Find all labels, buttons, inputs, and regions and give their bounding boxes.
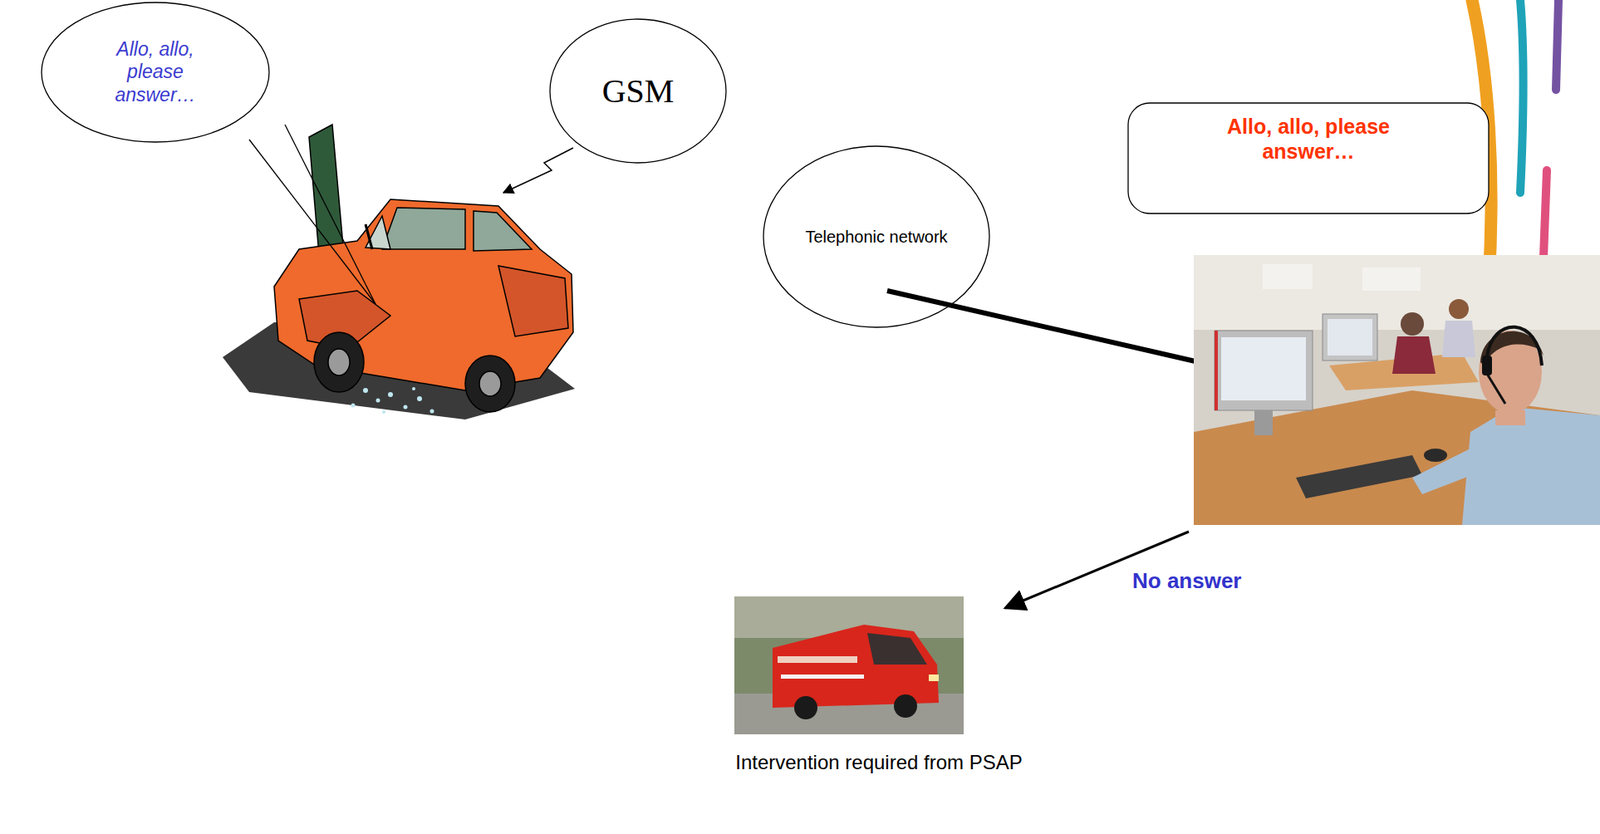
operator-photo-part [1495,410,1526,426]
crashed-car-part-part [376,398,381,403]
operator-photo-part [1400,312,1424,336]
text-group: Allo, allo, please answer… [104,38,207,108]
van-photo-part [734,596,964,735]
text-group: Allo, allo, please answer… [1196,102,1421,164]
operator-photo-part [1423,448,1448,462]
crashed-car-part-part [382,410,386,414]
network-ellipse: Telephonic network [762,145,991,329]
crashed-car-part [473,211,532,251]
crashed-car-part-part [403,405,408,410]
crashed-car-part [382,207,466,250]
node-text: Allo, allo, please answer… [104,38,207,108]
crashed-car-part-part [387,392,393,398]
node-text: Allo, allo, please answer… [1196,113,1421,164]
decor-stripes-part [1555,0,1559,90]
callout-tail-part [249,139,376,305]
node-text: GSM [602,71,675,111]
operator-photo-part [1214,330,1313,411]
crashed-car-part [365,215,391,250]
status-label: No answer [1132,568,1242,594]
crashed-car-part [465,355,516,413]
van-photo [734,596,964,735]
operator-photo-part [1193,255,1600,330]
van-photo-part [893,694,918,718]
crashed-car-part [479,371,501,397]
text-group: GSM [602,71,675,111]
speech-bubble: Allo, allo, please answer… [1127,102,1490,215]
decor-stripes-part [1543,170,1547,258]
crashed-car-part-part [351,403,356,408]
ellipse-outline [41,2,270,143]
operator-photo-part [1254,410,1273,436]
crashed-car-part [314,332,364,393]
operator-photo-part [1362,267,1421,291]
network-wire [887,290,1207,364]
crashed-car-part [351,387,435,414]
speech-bubble: Allo, allo, please answer… [40,1,270,143]
callout-tail [249,124,376,305]
caption-text: Intervention required from PSAP [721,750,1037,776]
operator-photo-part [1262,264,1313,290]
van-photo-part [928,674,939,682]
operator-photo-part [1327,319,1373,356]
callout-tail-part [284,124,376,305]
crashed-car [222,124,575,420]
van-photo-part [772,624,939,708]
operator-photo-part [1295,455,1423,499]
operator-photo-part [1442,320,1476,358]
ellipse-outline [549,19,727,163]
operator-photo-part [1487,327,1542,366]
crashed-car-part [328,348,350,376]
operator-photo [1193,255,1600,526]
operator-photo-part [1214,330,1218,411]
crashed-car-part-part [430,409,435,414]
operator-photo-part [1482,355,1493,376]
operator-photo-part [1392,336,1436,374]
crashed-car-part-part [412,387,416,391]
operator-photo-part [1221,337,1306,401]
ellipse-outline [763,146,990,328]
van-photo-part [780,674,864,679]
operator-photo-part [1193,390,1600,526]
operator-photo-part [1193,255,1600,526]
crashed-car-part [498,265,569,337]
van-photo-part [794,696,818,720]
crashed-car-part-part [363,387,369,393]
radio-link [503,147,574,193]
van-photo-part [777,656,858,663]
crashed-car-part [365,224,373,250]
rounded-outline [1128,103,1489,214]
node-text: Telephonic network [804,227,948,247]
network-ellipse: GSM [549,18,727,164]
operator-photo-part [1448,299,1469,320]
crashed-car-part-part [417,396,423,402]
operator-photo-part [1487,373,1506,404]
van-photo-part [867,633,928,665]
decor-stripes-part [1520,0,1524,193]
operator-photo-part [1322,314,1378,361]
text-group: Telephonic network [804,227,948,247]
operator-photo-part [1412,448,1488,495]
